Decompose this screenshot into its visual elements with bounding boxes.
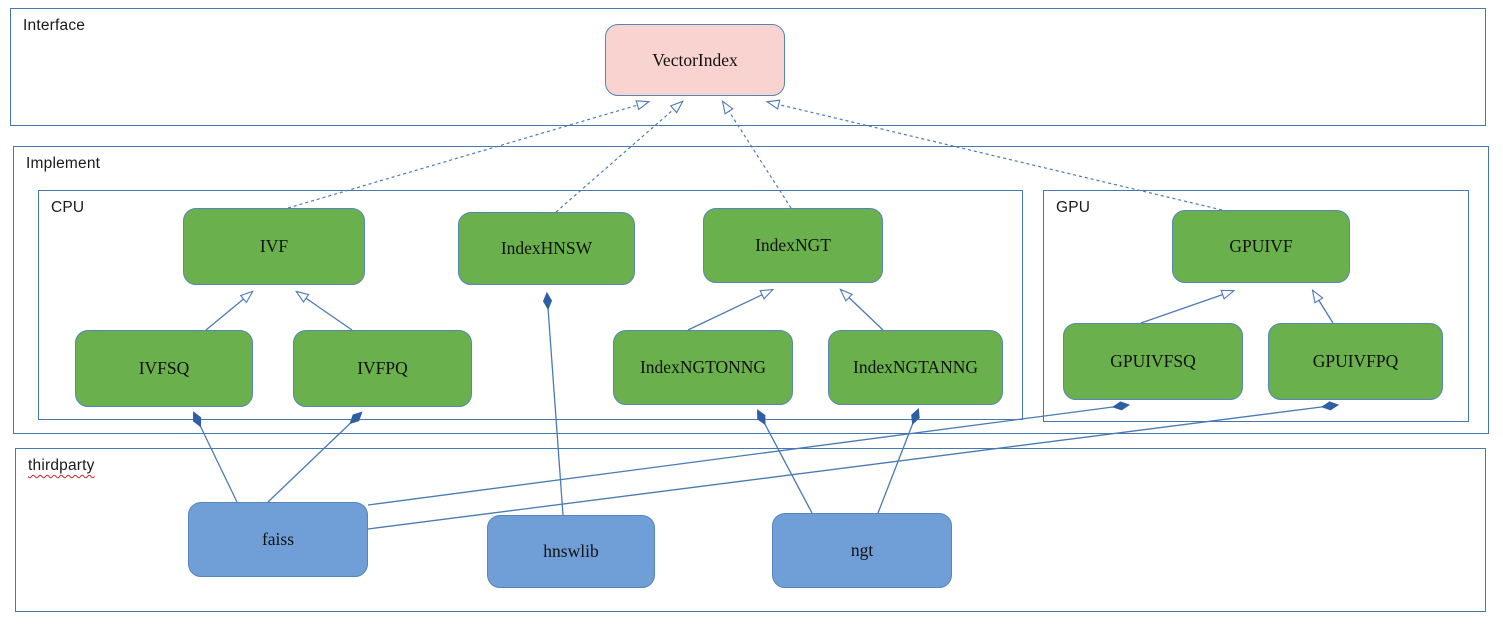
thirdparty-label: thirdparty	[28, 457, 95, 474]
interface-label: Interface	[23, 17, 86, 34]
node-indexhnsw: IndexHNSW	[458, 212, 635, 285]
node-indexngtanng: IndexNGTANNG	[828, 330, 1003, 405]
node-gpuivf: GPUIVF	[1172, 210, 1350, 283]
cpu-label: CPU	[51, 199, 85, 216]
node-ivfpq: IVFPQ	[293, 330, 472, 407]
node-gpuivfsq: GPUIVFSQ	[1063, 323, 1243, 400]
node-ngt: ngt	[772, 513, 952, 588]
gpu-label: GPU	[1056, 199, 1091, 216]
node-hnswlib: hnswlib	[487, 515, 655, 588]
node-indexngt: IndexNGT	[703, 208, 883, 283]
node-ivf: IVF	[183, 208, 365, 285]
node-vectorindex: VectorIndex	[605, 24, 785, 96]
node-gpuivfpq: GPUIVFPQ	[1268, 323, 1443, 400]
node-faiss: faiss	[188, 502, 368, 577]
implement-label: Implement	[26, 155, 101, 172]
node-ivfsq: IVFSQ	[75, 330, 253, 407]
node-indexngtonng: IndexNGTONNG	[613, 330, 793, 405]
